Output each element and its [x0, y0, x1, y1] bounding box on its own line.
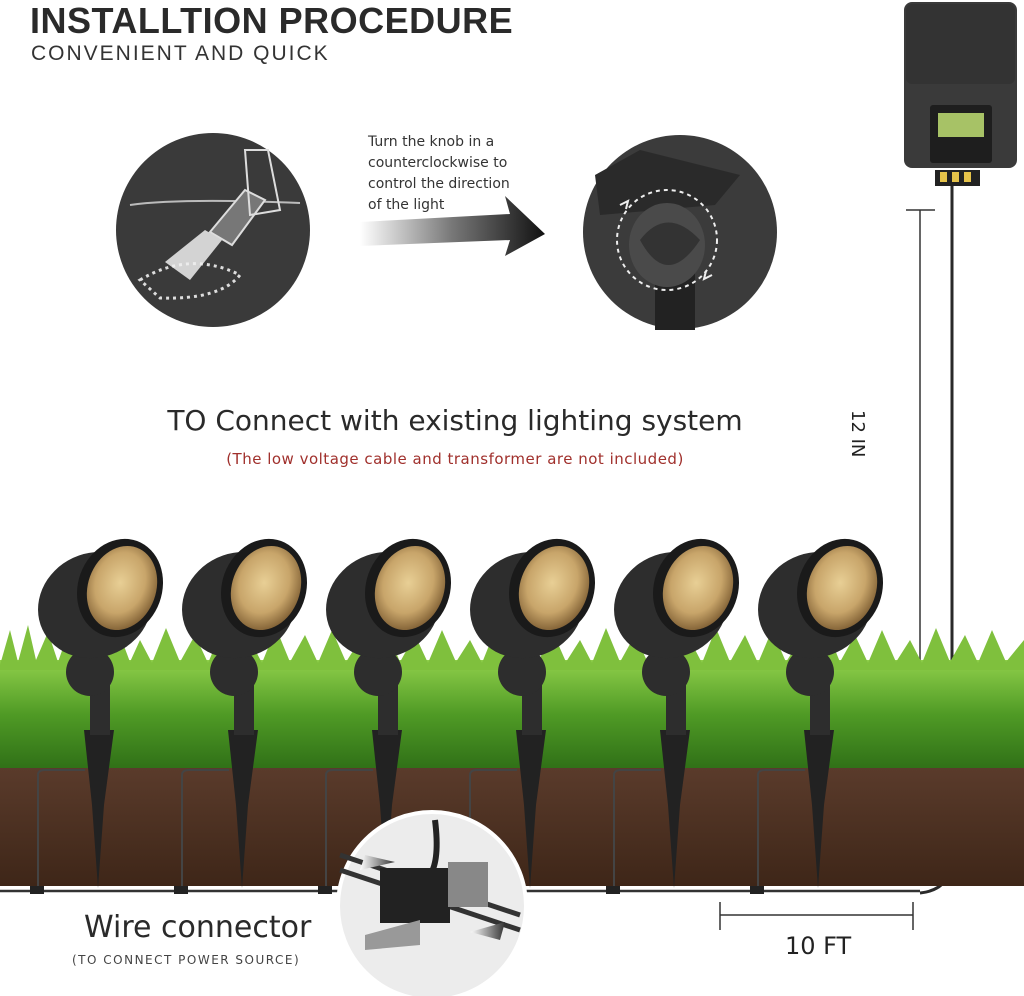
transformer-box: [904, 2, 1017, 186]
knob-step-illustration: [583, 135, 777, 330]
spacing-dimension-label: 10 FT: [785, 932, 851, 960]
knob-instruction-line: control the direction: [368, 174, 528, 195]
knob-instruction-line: of the light: [368, 195, 528, 216]
wire-connector-illustration: [338, 812, 526, 996]
dig-step-illustration: [116, 133, 310, 327]
knob-instruction-line: Turn the knob in a: [368, 132, 528, 153]
knob-instruction-line: counterclockwise to: [368, 153, 528, 174]
height-dimension-label: 12 IN: [847, 410, 868, 457]
connect-note: (The low voltage cable and transformer a…: [0, 450, 910, 468]
wire-connector-label: Wire connector: [84, 910, 311, 945]
spacing-dimension-line: [720, 902, 913, 930]
wire-connector-note: (TO CONNECT POWER SOURCE): [72, 953, 300, 967]
connect-heading: TO Connect with existing lighting system: [0, 404, 910, 437]
knob-instruction-text: Turn the knob in a counterclockwise to c…: [368, 132, 528, 216]
